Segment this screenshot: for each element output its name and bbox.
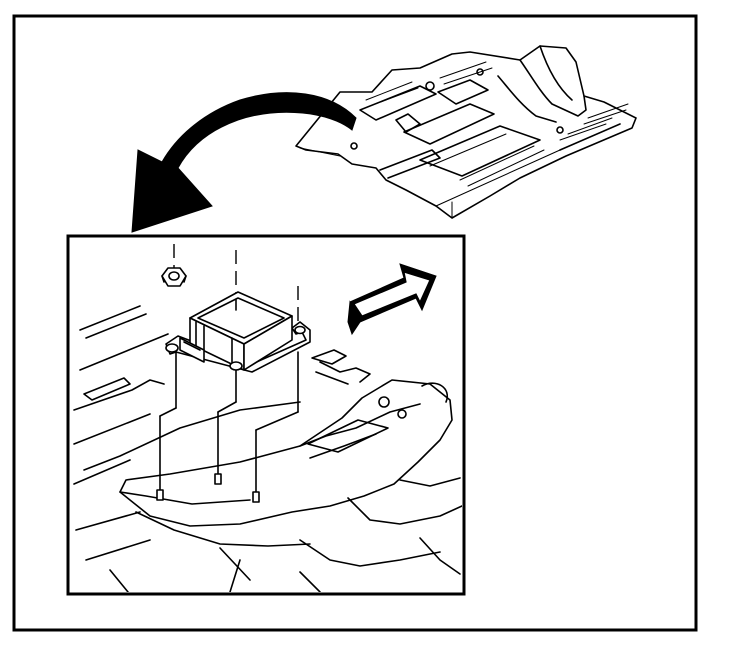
vehicle-floor-pan-icon (295, 45, 637, 219)
forward-arrow-icon (347, 263, 437, 336)
mounting-stud (156, 489, 164, 501)
inset-frame (66, 234, 466, 596)
outer-frame (12, 14, 698, 632)
sensor-module-icon (165, 291, 311, 373)
mounting-stud (252, 491, 260, 503)
mounting-stud (214, 473, 222, 485)
curved-arrow-icon (131, 92, 357, 233)
inset-detail (73, 244, 462, 592)
mounting-nut-icon (161, 267, 187, 287)
